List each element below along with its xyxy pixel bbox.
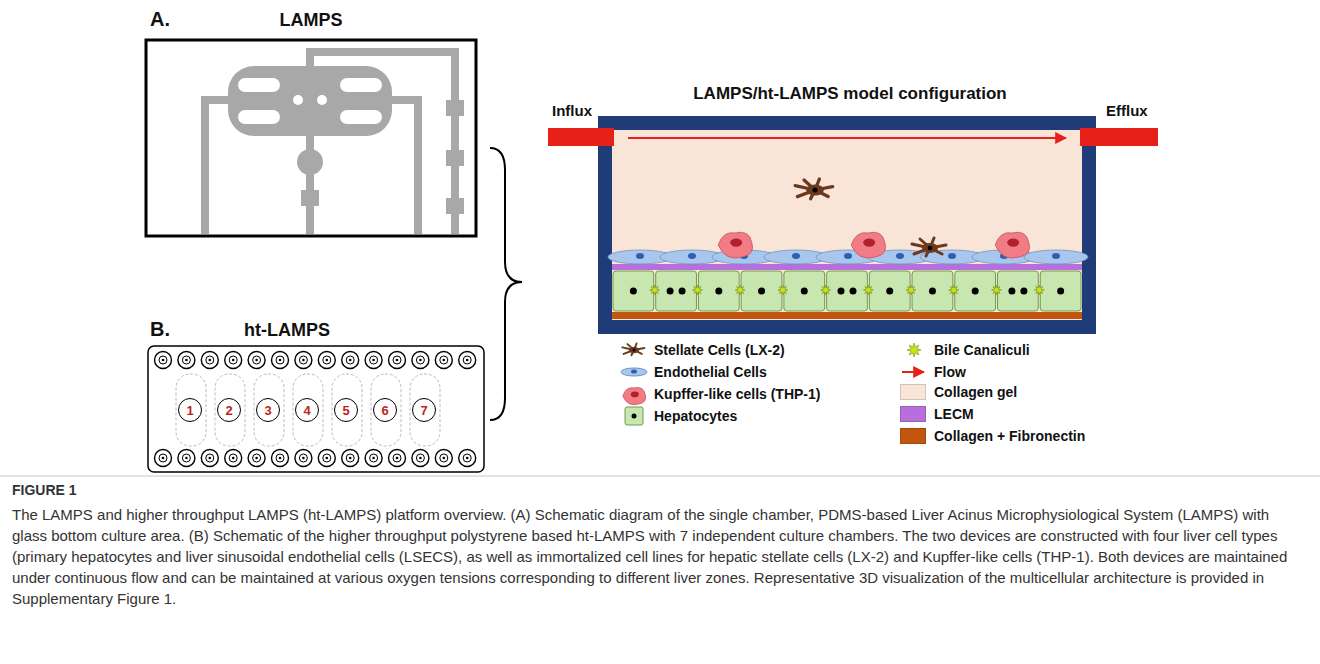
legend-entry: Collagen gel	[900, 384, 1017, 400]
chamber-number: 3	[256, 398, 280, 422]
legend-entry: Stellate Cells (LX-2)	[620, 340, 785, 360]
legend-entry: Kupffer-like cells (THP-1)	[620, 384, 820, 404]
legend-text: Collagen + Fibronectin	[934, 428, 1085, 444]
legend-icon	[900, 362, 928, 382]
panel-title: LAMPS	[144, 10, 478, 31]
caption: The LAMPS and higher throughput LAMPS (h…	[12, 504, 1308, 609]
legend-entry: Bile Canaliculi	[900, 340, 1030, 360]
chamber-number-text: 1	[186, 404, 193, 417]
panel-letter: B.	[150, 318, 170, 341]
legend-entry: LECM	[900, 406, 974, 422]
legend-swatch	[900, 384, 926, 400]
device-panel: LAMPS/ht-LAMPS model configuration	[558, 84, 1142, 114]
figure-number: FIGURE 1	[12, 482, 77, 498]
flow-label: Influx	[552, 102, 592, 119]
chamber-number: 4	[295, 398, 319, 422]
chamber-number-text: 6	[381, 404, 388, 417]
chamber-number-text: 4	[303, 404, 310, 417]
legend-swatch	[900, 428, 926, 444]
legend-text: Kupffer-like cells (THP-1)	[654, 386, 820, 402]
chamber-number: 2	[217, 398, 241, 422]
panel-title: LAMPS/ht-LAMPS model configuration	[558, 84, 1142, 104]
legend-text: Flow	[934, 364, 966, 380]
chamber-number: 5	[334, 398, 358, 422]
chamber-number: 1	[178, 398, 202, 422]
legend-icon	[900, 340, 928, 360]
chamber-number: 6	[373, 398, 397, 422]
legend-icon	[620, 362, 648, 382]
legend-swatch	[900, 406, 926, 422]
bracket	[490, 148, 522, 420]
panel-title: ht-LAMPS	[244, 320, 330, 341]
chamber-number-text: 7	[420, 404, 427, 417]
legend-text: Collagen gel	[934, 384, 1017, 400]
flow-label: Efflux	[1106, 102, 1148, 119]
legend-icon	[620, 406, 648, 426]
chamber-number: 7	[412, 398, 436, 422]
legend-text: Hepatocytes	[654, 408, 737, 424]
legend-entry: Endothelial Cells	[620, 362, 767, 382]
legend-entry: Collagen + Fibronectin	[900, 428, 1085, 444]
device-panel: LAMPS	[144, 8, 478, 236]
chamber-number-text: 3	[264, 404, 271, 417]
panel-letter: A.	[150, 8, 170, 31]
legend-text: LECM	[934, 406, 974, 422]
legend-text: Bile Canaliculi	[934, 342, 1030, 358]
legend-icon	[620, 384, 648, 404]
chamber-number-text: 2	[225, 404, 232, 417]
legend-text: Stellate Cells (LX-2)	[654, 342, 785, 358]
divider	[0, 476, 1320, 477]
chamber-number-text: 5	[342, 404, 349, 417]
model-chamber	[548, 116, 1158, 334]
legend-entry: Hepatocytes	[620, 406, 737, 426]
ht-lamps-plate	[148, 346, 484, 472]
legend-text: Endothelial Cells	[654, 364, 767, 380]
legend-icon	[620, 340, 648, 360]
device-panel: ht-LAMPS 1 2 3 4 5 6 7	[148, 318, 484, 472]
lamps-device	[146, 40, 476, 236]
legend-entry: Flow	[900, 362, 966, 382]
